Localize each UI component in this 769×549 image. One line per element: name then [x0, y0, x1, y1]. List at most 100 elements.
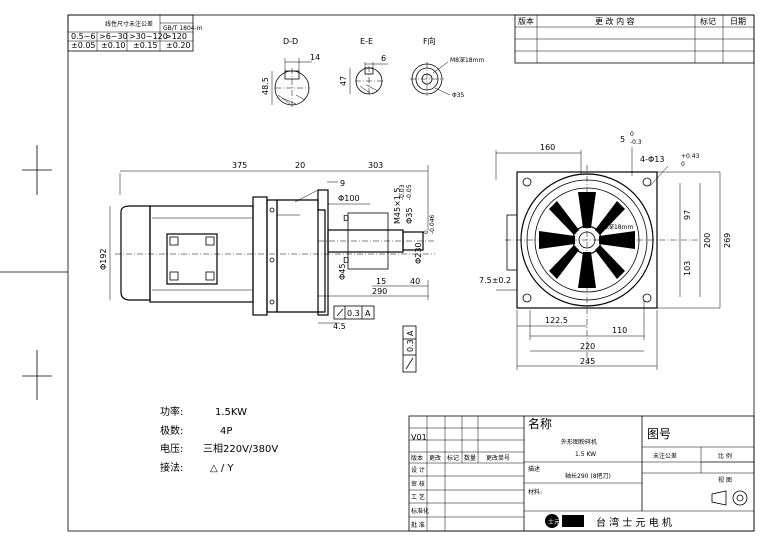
spec-list: 功率: 1.5KW 极数: 4P 电压: 三相220V/380V 接法: △ /… — [160, 405, 278, 474]
revision-table: 版本 更 改 内 容 标记 日期 — [514, 14, 755, 64]
dim-220: 220 — [580, 342, 595, 351]
tol-value: 0.3 — [347, 309, 360, 318]
tolerance-value: ±0.15 — [133, 41, 158, 50]
section-view-ee: E-E 6 47 — [339, 37, 388, 96]
dim-200: 200 — [703, 233, 712, 248]
spec-label: 功率: — [160, 405, 183, 418]
perpendicularity-frame: 0.3 A — [333, 305, 375, 320]
section-marker-d-bottom: D — [343, 256, 349, 265]
dim-dd-height: 48.5 — [261, 77, 270, 95]
dim-9: 9 — [340, 179, 345, 188]
spec-value: 4P — [220, 426, 232, 437]
dim-5-tol-lower: -0.3 — [630, 139, 642, 146]
tolerance-range: >30~120 — [129, 32, 168, 41]
dim-m8-note: M8深18mm — [599, 223, 633, 231]
tolerance-range: 0.5~6 — [71, 32, 96, 41]
title-left-label: 批 准 — [411, 521, 425, 529]
projection-symbol — [711, 490, 748, 506]
view-label-dd: D-D — [283, 37, 298, 46]
title-row-header: 数量 — [464, 454, 476, 462]
revision-header: 日期 — [730, 17, 746, 26]
side-view: 375 20 303 — [99, 161, 436, 373]
f-thread-note: M8深18mm — [450, 56, 484, 64]
dim-ee-width: 6 — [381, 54, 386, 63]
title-power-value: 1.5 KW — [575, 451, 596, 458]
spec-label: 电压: — [160, 442, 183, 455]
tolerance-value: ±0.05 — [71, 41, 96, 50]
tolerance-value: ±0.20 — [166, 41, 191, 50]
title-material-label: 材料: — [528, 488, 542, 496]
spec-value: △ / Y — [210, 463, 234, 474]
dim-phi35: Φ35 — [405, 208, 414, 224]
dim-5-tol-upper: 0 — [630, 131, 634, 138]
dim-phi45: Φ45 — [338, 264, 347, 280]
dim-245: 245 — [580, 357, 595, 366]
registration-mark-top — [22, 145, 52, 195]
runout-frame: 0.3 A — [402, 325, 417, 373]
revision-header: 更 改 内 容 — [595, 16, 635, 26]
dim-phi230: Φ230 — [414, 242, 423, 264]
dim-holes: 4-Φ13 — [640, 155, 664, 164]
dim-15: 15 — [376, 277, 386, 286]
dim-5: 5 — [620, 135, 625, 144]
tolerance-standard: GB/T 1804-m — [163, 25, 203, 32]
revision-header: 标记 — [700, 16, 716, 26]
title-row-header: 更改单号 — [486, 454, 510, 462]
tolerance-table-title: 线性尺寸未注公差 — [105, 20, 153, 28]
dim-7-5: 7.5±0.2 — [479, 276, 511, 285]
dim-103: 103 — [683, 261, 692, 276]
spec-label: 极数: — [160, 424, 183, 437]
datum-label: A — [406, 330, 415, 336]
dim-269: 269 — [723, 233, 732, 248]
title-view-label: 视 图 — [718, 476, 732, 484]
dim-160: 160 — [540, 143, 555, 152]
spec-value: 三相220V/380V — [203, 442, 278, 455]
dim-m45: M45×1.5 — [393, 187, 402, 224]
dim-phi230-tol-lower: -0.046 — [429, 214, 436, 234]
title-block: V01 版本 更改 标记 数量 更改单号 设 计 审 核 工 艺 标准化 批 准… — [408, 415, 755, 532]
f-dia-note: Φ35 — [452, 92, 465, 99]
logo-text: 士元 — [548, 518, 560, 526]
dim-phi100: Φ100 — [338, 194, 360, 203]
title-left-label: 工 艺 — [411, 493, 425, 501]
title-tolerance-label: 未注公差 — [653, 452, 677, 460]
dim-110: 110 — [612, 326, 627, 335]
tolerance-range: >120 — [165, 32, 187, 41]
title-desc-value: 轴长290 (8把刀) — [565, 472, 611, 480]
spec-label: 接法: — [160, 461, 183, 474]
revision-header: 版本 — [518, 16, 534, 26]
tolerance-table: 线性尺寸未注公差 GB/T 1804-m 0.5~6 >6~30 >30~120… — [67, 14, 203, 52]
section-view-dd: D-D 14 48.5 — [261, 37, 320, 108]
title-left-label: 设 计 — [411, 466, 425, 474]
title-left-label: 标准化 — [411, 507, 429, 515]
dim-97: 97 — [683, 210, 692, 220]
view-f: F向 M8深18mm Φ35 — [410, 36, 484, 99]
title-row-header: 标记 — [447, 454, 459, 462]
dim-40: 40 — [410, 277, 420, 286]
title-drawing-no-label: 图号 — [647, 427, 671, 441]
dim-holes-tol-upper: +0.43 — [681, 153, 700, 160]
dim-phi35-tol-upper: -0.03 — [399, 184, 406, 200]
dim-ee-height: 47 — [339, 76, 348, 86]
tolerance-value: ±0.10 — [101, 41, 126, 50]
registration-mark-bottom — [22, 350, 52, 400]
company-logo: 士元 — [545, 514, 584, 528]
section-marker-d-top: D — [343, 214, 349, 223]
title-scale-label: 比 例 — [718, 452, 732, 460]
dim-4-5: 4.5 — [333, 322, 346, 331]
view-label-ee: E-E — [360, 37, 373, 46]
title-row-header: 版本 — [411, 454, 423, 462]
dim-122-5: 122.5 — [545, 316, 568, 325]
dim-20: 20 — [295, 161, 305, 170]
datum-label: A — [365, 309, 371, 318]
view-label-f: F向 — [423, 36, 436, 46]
dim-303: 303 — [368, 161, 383, 170]
title-version: V01 — [411, 433, 427, 442]
tol-value: 0.3 — [406, 339, 415, 352]
dim-dd-width: 14 — [310, 53, 320, 62]
title-name-label: 名称 — [528, 416, 552, 431]
title-row-header: 更改 — [429, 454, 441, 462]
company-name: 台 湾 士 元 电 机 — [596, 516, 672, 529]
title-left-label: 审 核 — [411, 480, 425, 488]
